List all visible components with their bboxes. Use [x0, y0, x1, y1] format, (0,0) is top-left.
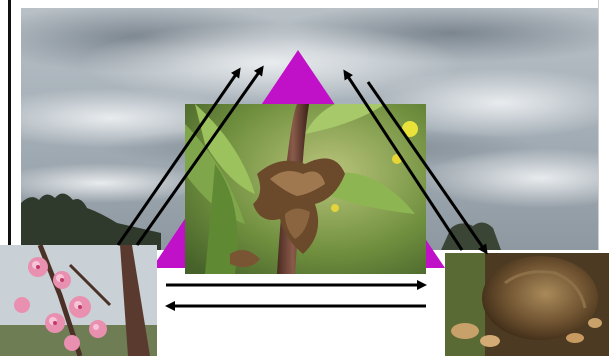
- arrow-host-to-environment-a: [118, 70, 239, 245]
- arrow-environment-to-inoculum: [368, 82, 486, 252]
- arrow-host-to-environment-b: [137, 68, 262, 245]
- arrow-inoculum-to-environment: [345, 72, 462, 250]
